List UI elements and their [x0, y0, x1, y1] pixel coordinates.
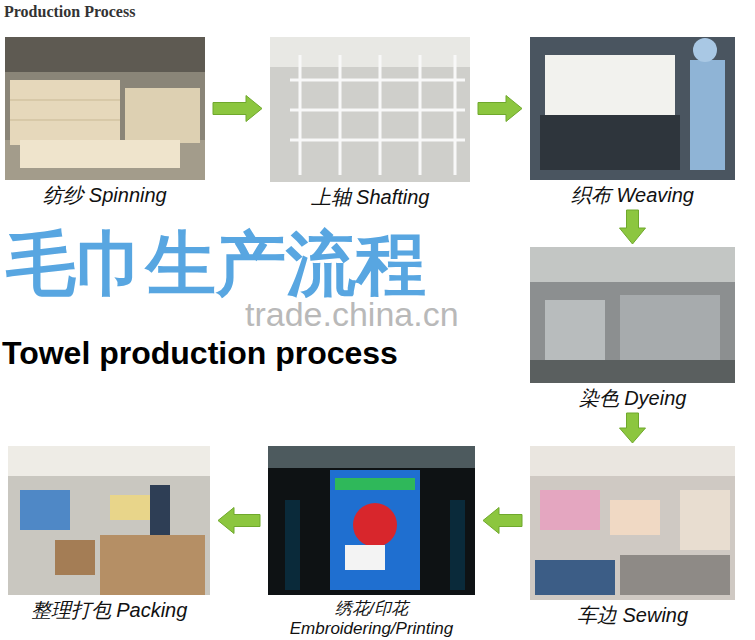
photo-frame — [8, 446, 210, 595]
sewing-photo — [530, 446, 735, 600]
page-title: Production Process — [4, 3, 135, 21]
photo-frame — [530, 37, 735, 180]
watermark: trade.china.cn — [245, 296, 459, 333]
flow-arrow — [213, 96, 262, 122]
step-caption: 上轴 Shafting — [270, 182, 470, 209]
shafting-photo — [270, 37, 470, 182]
photo-frame — [270, 37, 470, 182]
dyeing-photo — [530, 247, 735, 383]
photo-frame — [530, 446, 735, 600]
process-step: 织布 Weaving — [530, 37, 735, 207]
step-caption: 织布 Weaving — [530, 180, 735, 207]
flow-arrow — [478, 96, 522, 122]
step-caption: 纺纱 Spinning — [5, 180, 205, 207]
process-step: 车边 Sewing — [530, 446, 735, 627]
photo-frame — [5, 37, 205, 180]
step-caption: 整理打包 Packing — [8, 595, 210, 622]
photo-frame — [268, 446, 475, 595]
photo-frame — [530, 247, 735, 383]
step-caption: 绣花/印花 Embroidering/Printing — [268, 595, 475, 638]
english-heading: Towel production process — [2, 336, 398, 371]
step-caption: 车边 Sewing — [530, 600, 735, 627]
packing-photo — [8, 446, 210, 595]
process-step: 纺纱 Spinning — [5, 37, 205, 207]
step-caption: 染色 Dyeing — [530, 383, 735, 410]
process-step: 染色 Dyeing — [530, 247, 735, 410]
flow-arrow — [483, 508, 522, 534]
process-step: 绣花/印花 Embroidering/Printing — [268, 446, 475, 638]
process-step: 上轴 Shafting — [270, 37, 470, 209]
flow-arrow — [620, 413, 646, 443]
printing-photo — [268, 446, 475, 595]
flow-arrow — [620, 210, 646, 244]
weaving-photo — [530, 37, 735, 180]
chinese-heading: 毛巾生产流程 — [6, 226, 426, 303]
spinning-photo — [5, 37, 205, 180]
flow-arrow — [218, 508, 260, 534]
process-step: 整理打包 Packing — [8, 446, 210, 622]
